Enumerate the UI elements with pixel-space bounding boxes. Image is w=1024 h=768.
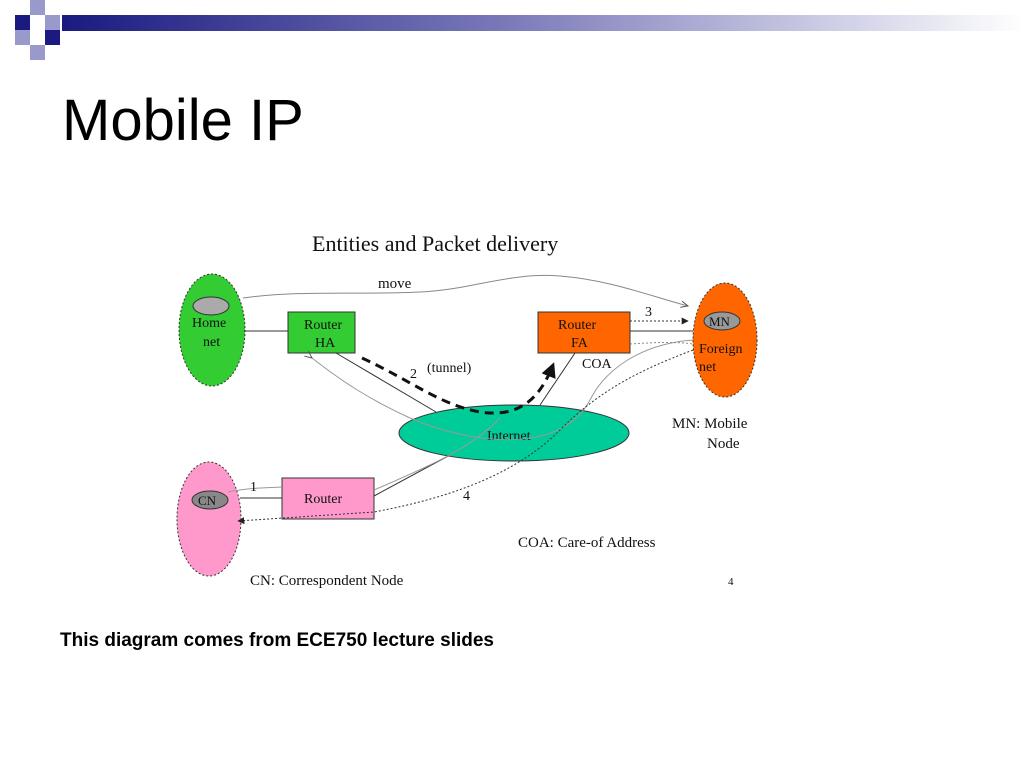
step1-label: 1 bbox=[250, 480, 257, 495]
tunnel-label: (tunnel) bbox=[427, 361, 472, 376]
foreign-net-label-line2: net bbox=[699, 360, 716, 375]
step2-label: 2 bbox=[410, 367, 417, 382]
mn-label: MN bbox=[709, 314, 731, 329]
router-ha-label-line1: Router bbox=[304, 318, 342, 333]
move-label: move bbox=[378, 276, 412, 292]
cn-legend: CN: Correspondent Node bbox=[250, 573, 404, 589]
router-cn bbox=[281, 477, 375, 520]
ha-return-path bbox=[312, 339, 694, 441]
fa-internet-link bbox=[539, 352, 576, 406]
router-fa bbox=[537, 311, 631, 354]
router-cn-label: Router bbox=[304, 492, 342, 507]
decor-square bbox=[45, 30, 60, 45]
cn-to-ha-path bbox=[373, 417, 501, 491]
header-decoration bbox=[15, 0, 1024, 60]
decor-square bbox=[30, 45, 45, 60]
decor-square bbox=[30, 0, 45, 15]
decor-square bbox=[45, 15, 60, 30]
internet-label: Internet bbox=[487, 429, 531, 444]
home-net-label-line2: net bbox=[203, 335, 220, 350]
diagram-caption: This diagram comes from ECE750 lecture s… bbox=[60, 630, 495, 651]
step1-path bbox=[227, 486, 283, 493]
router-ha bbox=[287, 311, 356, 354]
ha-internet-link bbox=[335, 352, 437, 413]
page-number: 4 bbox=[728, 576, 734, 588]
step4-label: 4 bbox=[463, 489, 470, 504]
diagram-heading: Entities and Packet delivery bbox=[312, 231, 558, 256]
mn-legend-line2: Node bbox=[707, 436, 740, 452]
foreign-net-label-line1: Foreign bbox=[699, 342, 743, 357]
mn-node bbox=[703, 311, 741, 331]
router-fa-label-line2: FA bbox=[571, 336, 589, 351]
step4-path bbox=[237, 349, 694, 525]
decor-square bbox=[15, 30, 30, 45]
decor-square bbox=[15, 15, 30, 30]
cn-net bbox=[176, 461, 242, 577]
cn-label: CN bbox=[198, 493, 217, 508]
home-net-label-line1: Home bbox=[192, 316, 226, 331]
mobile-ip-diagram: Entities and Packet delivery move Home n… bbox=[176, 231, 758, 589]
foreign-net bbox=[692, 282, 758, 398]
router-fa-label-line1: Router bbox=[558, 318, 596, 333]
header-bar bbox=[62, 15, 1024, 31]
cn-node bbox=[191, 490, 229, 510]
slide-title: Mobile IP bbox=[62, 88, 304, 153]
mn-return-path bbox=[629, 342, 694, 345]
coa-legend: COA: Care-of Address bbox=[518, 535, 656, 551]
step3-label: 3 bbox=[645, 305, 652, 320]
move-path bbox=[242, 274, 688, 306]
coa-label: COA bbox=[582, 357, 612, 372]
mn-legend-line1: MN: Mobile bbox=[672, 416, 748, 432]
router-ha-label-line2: HA bbox=[315, 336, 336, 351]
home-host-node bbox=[192, 296, 230, 316]
